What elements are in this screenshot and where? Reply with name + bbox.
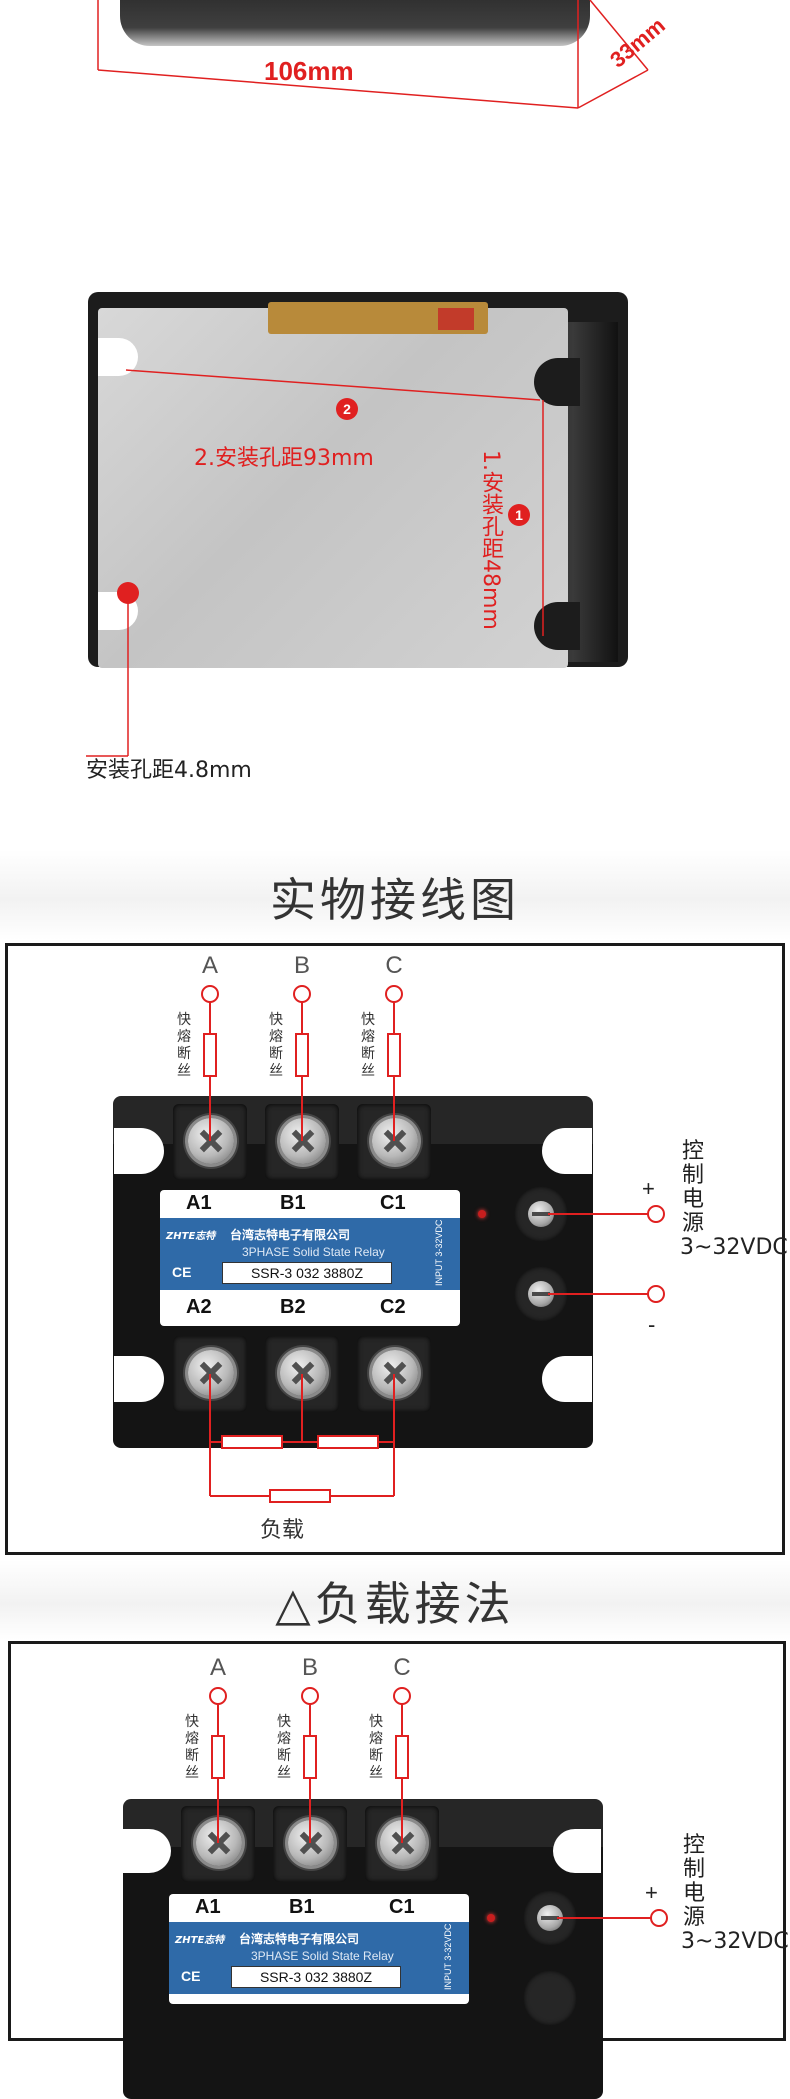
company-name-2: 台湾志特电子有限公司 (239, 1932, 360, 1946)
terminal-label-b1: B1 (280, 1192, 306, 1214)
hole-spacing-vertical-label: 1.安装孔距48mm (478, 450, 503, 630)
badge-2: 2 (336, 398, 358, 420)
mounting-dimension-lines (86, 369, 544, 757)
hole-diameter-label: 安装孔距4.8mm (86, 758, 252, 783)
load-title: △负载接法 (275, 1577, 515, 1631)
fuse-label-c-2: 快熔断丝 (369, 1714, 383, 1781)
plus-label-2: + (645, 1880, 658, 1905)
width-dimension-label: 106mm (264, 56, 354, 86)
phase-b-label: B (293, 952, 310, 979)
phase-a-label: A (201, 952, 218, 979)
phase-text: 3PHASE Solid State Relay (242, 1245, 385, 1259)
fuse-label-c: 快熔断丝 (361, 1012, 375, 1079)
load-title-bg (0, 1560, 790, 1640)
fuse-label-a-2: 快熔断丝 (185, 1714, 199, 1781)
top-dimension-lines (97, 0, 649, 109)
load-label: 负载 (260, 1518, 305, 1543)
control-power-label-2: 控制电源3~32VDC (681, 1833, 789, 1954)
model-box-2: SSR-3 032 3880Z (231, 1966, 401, 1988)
terminal-label-c1: C1 (380, 1192, 406, 1214)
wiring-lines-2 (209, 1687, 668, 1927)
terminal-label-b2: B2 (280, 1296, 306, 1318)
terminal-label-a1: A1 (186, 1192, 212, 1214)
control-screw-plus[interactable] (528, 1201, 554, 1227)
phase-c-label: C (385, 952, 403, 979)
load-diagram-frame: A1 B1 C1 ZHTE志特 台湾志特电子有限公司 3PHASE Solid … (8, 1641, 789, 2099)
terminal-label-a1-2: A1 (195, 1896, 221, 1918)
plus-label: + (642, 1176, 655, 1201)
badge-1: 1 (508, 504, 530, 526)
terminal-label-a2: A2 (186, 1296, 212, 1318)
terminal-label-c1-2: C1 (389, 1896, 415, 1918)
minus-label: - (648, 1312, 656, 1337)
fuse-label-a: 快熔断丝 (177, 1012, 191, 1079)
brand-logo-2: ZHTE志特 (175, 1935, 225, 1946)
hole-marker-dot (117, 582, 139, 604)
wiring-lines (201, 985, 665, 1503)
wiring-title-bg (0, 850, 790, 940)
mounting-relay-photo (88, 262, 628, 702)
terminal-label-c2: C2 (380, 1296, 406, 1318)
terminal-label-b1-2: B1 (289, 1896, 315, 1918)
control-power-label: 控制电源3~32VDC (680, 1139, 788, 1260)
fuse-label-b-2: 快熔断丝 (277, 1714, 291, 1781)
status-led-2 (487, 1914, 495, 1922)
wiring-title: 实物接线图 (270, 873, 520, 927)
ce-mark-2: CE (181, 1968, 201, 1984)
company-name: 台湾志特电子有限公司 (230, 1228, 351, 1242)
model-box: SSR-3 032 3880Z (222, 1262, 392, 1284)
top-relay-photo (120, 0, 590, 46)
brand-logo: ZHTE志特 (166, 1231, 216, 1242)
hole-spacing-label: 2.安装孔距93mm (194, 446, 374, 471)
phase-a-label-2: A (209, 1654, 226, 1681)
phase-c-label-2: C (393, 1654, 411, 1681)
phase-b-label-2: B (301, 1654, 318, 1681)
ce-mark: CE (172, 1264, 192, 1280)
phase-text-2: 3PHASE Solid State Relay (251, 1949, 394, 1963)
status-led (478, 1210, 486, 1218)
wiring-diagram-frame: A1 B1 C1 ZHTE志特 台湾志特电子有限公司 3PHASE Solid … (5, 943, 788, 1555)
fuse-label-b: 快熔断丝 (269, 1012, 283, 1079)
